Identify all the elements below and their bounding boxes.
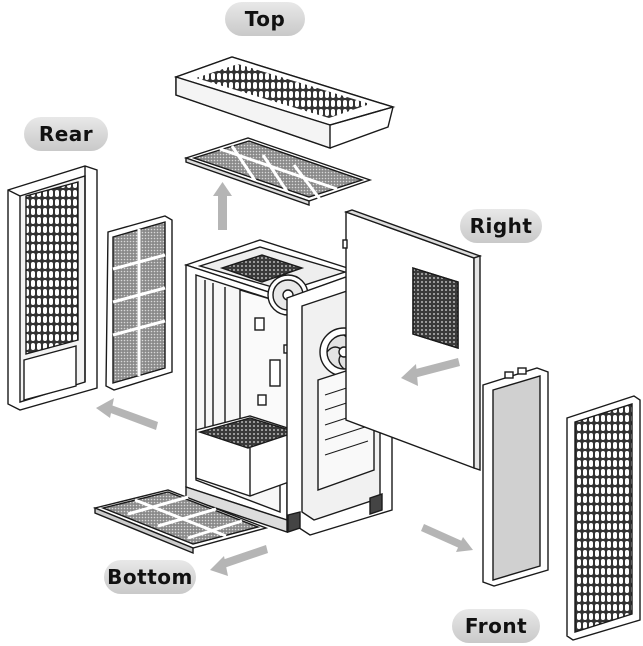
label-front: Front xyxy=(452,609,540,643)
arrow-bottom xyxy=(210,545,268,576)
arrow-rear xyxy=(96,398,158,430)
rear-dust-filter xyxy=(105,215,173,391)
front-mesh-panel xyxy=(566,395,641,641)
label-bottom: Bottom xyxy=(104,560,196,594)
right-side-panel xyxy=(342,209,483,471)
bottom-dust-filter xyxy=(92,489,269,555)
top-panel xyxy=(173,56,396,149)
label-right: Right xyxy=(460,209,542,243)
arrow-front xyxy=(421,524,473,552)
arrow-top xyxy=(213,182,232,230)
arrow-right xyxy=(401,358,460,386)
top-dust-filter xyxy=(183,137,373,206)
label-rear: Rear xyxy=(24,117,108,151)
front-panel xyxy=(482,367,549,587)
rear-panel xyxy=(7,165,98,411)
label-top: Top xyxy=(225,2,305,36)
